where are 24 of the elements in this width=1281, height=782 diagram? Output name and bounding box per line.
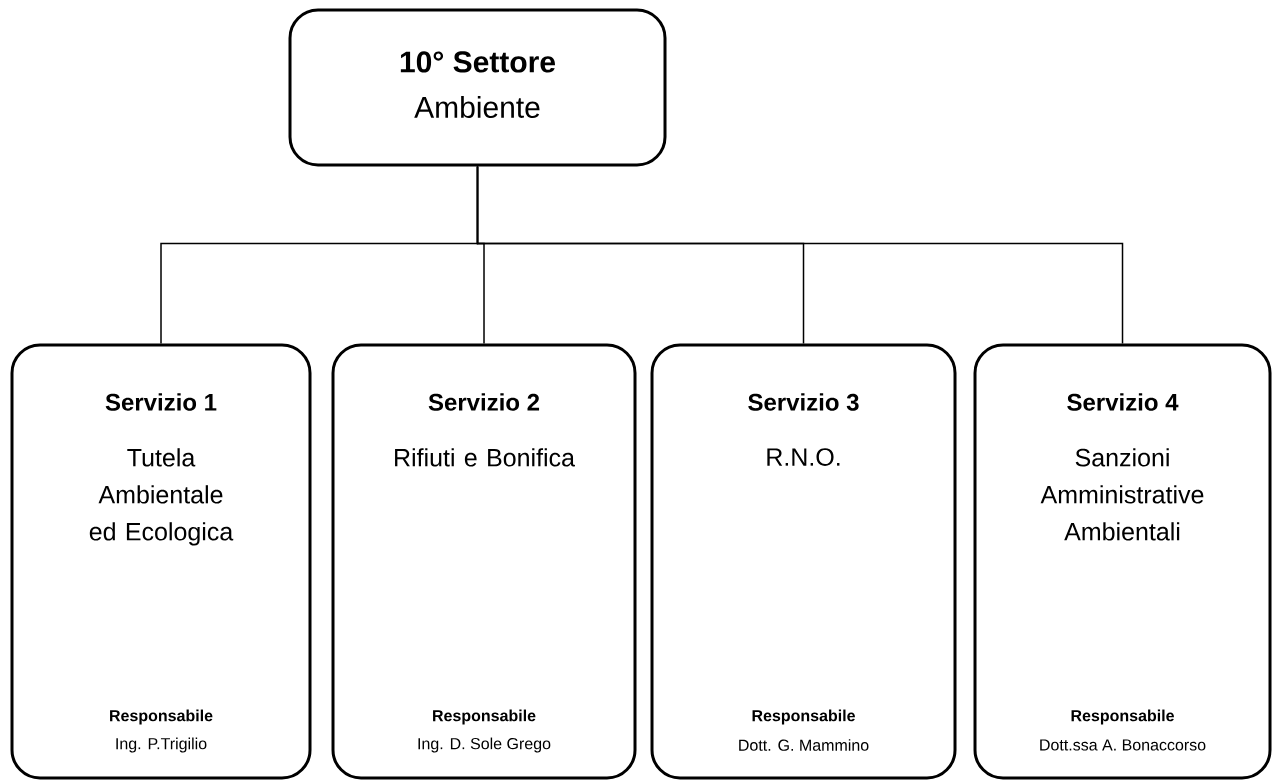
service-heading: Servizio 2: [428, 393, 540, 411]
service-box: [10, 343, 312, 780]
person-name: Ing. P.Trigilio: [116, 737, 207, 753]
title-text: 10° Settore: [400, 51, 555, 73]
service-box: [650, 343, 957, 780]
service-box: [331, 343, 637, 780]
person-name: Ing. D. Sole Grego: [418, 737, 551, 753]
role-label: Responsabile: [752, 709, 855, 725]
service-heading: Servizio 1: [105, 393, 217, 411]
service-description: Sanzioni Amministrative Ambientali: [1040, 448, 1204, 541]
service-heading: Servizio 4: [1067, 393, 1179, 411]
role-label: Responsabile: [110, 709, 213, 725]
person-name: Dott. G. Mammino: [739, 739, 869, 751]
subtitle-text: Ambiente: [414, 96, 540, 118]
service-description: Tutela Ambientale ed Ecologica: [89, 448, 234, 546]
person-name: Dott.ssa A. Bonaccorso: [1040, 739, 1206, 751]
service-description: R.N.O.: [767, 448, 840, 466]
service-description: Rifiuti e Bonifica: [395, 448, 575, 467]
role-label: Responsabile: [1071, 709, 1174, 725]
sector-box: [288, 8, 667, 167]
service-box: [973, 343, 1272, 780]
connector-line: [476, 165, 1124, 345]
role-label: Responsabile: [433, 709, 536, 725]
service-heading: Servizio 3: [748, 393, 859, 411]
